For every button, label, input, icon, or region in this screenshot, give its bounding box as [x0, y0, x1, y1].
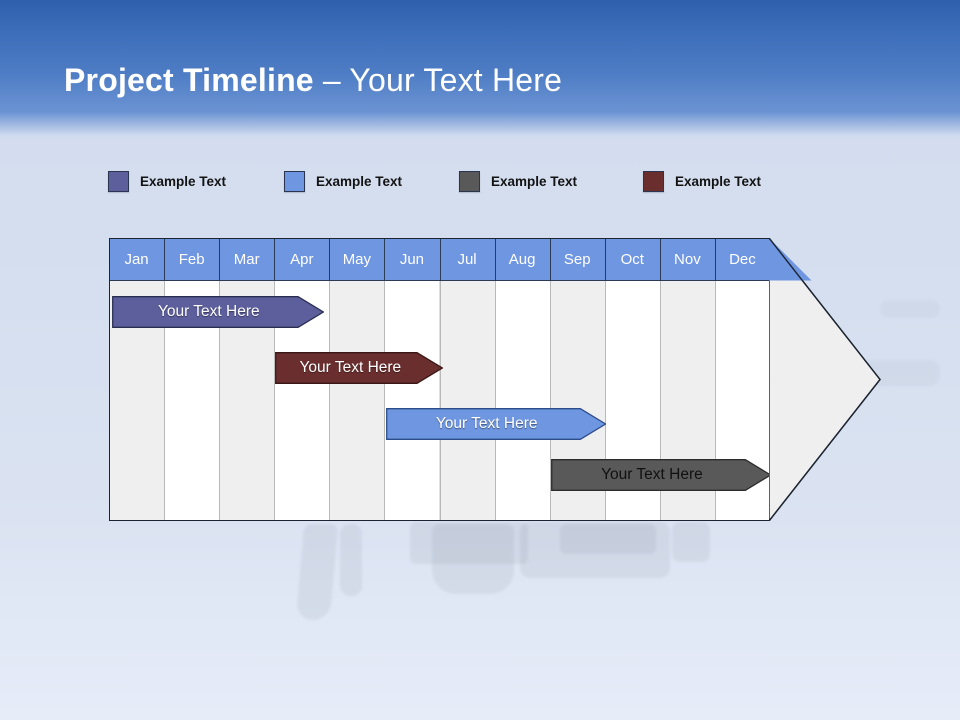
month-header-apr[interactable]: Apr [290, 251, 314, 268]
background-reflection [560, 524, 656, 554]
chart-column-band [164, 238, 220, 521]
month-header-may[interactable]: May [342, 251, 372, 268]
legend-swatch-icon [108, 170, 129, 192]
chart-gridline [274, 238, 276, 521]
month-header-separator [384, 238, 386, 281]
background-reflection [520, 522, 670, 578]
task-bar-arrow-icon [111, 296, 324, 328]
month-header-aug[interactable]: Aug [508, 251, 536, 268]
task-bar-4[interactable]: Your Text Here [550, 459, 772, 491]
month-header-dec[interactable]: Dec [729, 251, 756, 268]
legend-item-1[interactable]: Example Text [108, 168, 226, 194]
chart-column-band [494, 238, 550, 521]
month-header-jun[interactable]: Jun [399, 251, 425, 268]
legend-item-label: Example Text [491, 173, 578, 189]
background-reflection [340, 524, 362, 596]
chart-gridline [659, 238, 661, 521]
task-bar-label: Your Text Here [299, 359, 402, 376]
month-header-separator [329, 238, 331, 281]
chart-gridline [549, 238, 551, 521]
month-header-separator [604, 238, 606, 281]
page-title-light: – Your Text Here [313, 62, 563, 98]
background-reflection [410, 522, 528, 564]
task-bar-2[interactable]: Your Text Here [275, 352, 444, 384]
header-baseline [109, 280, 770, 281]
legend: Example Text Example Text Example Text Exam… [108, 168, 828, 194]
arrowhead-outline [769, 238, 881, 521]
task-bar-label: Your Text Here [157, 303, 260, 320]
month-header-feb[interactable]: Feb [178, 251, 205, 268]
month-header-separator [219, 238, 221, 281]
task-bar-label: Your Text Here [435, 415, 538, 432]
page-title-strong: Project Timeline [64, 62, 314, 98]
month-header-separator [714, 238, 716, 281]
month-header-jan[interactable]: Jan [124, 251, 149, 268]
chart-gridline [604, 238, 606, 521]
legend-item-3[interactable]: Example Text [459, 168, 577, 194]
task-bar-shape [275, 352, 444, 384]
timeline-chart: Jan Feb Mar Apr May Jun Jul Aug Sep Oct Nov Dec You… [109, 238, 772, 521]
legend-item-label: Example Text [316, 173, 403, 189]
month-header-separator [439, 238, 441, 281]
task-bar-shape [550, 459, 772, 491]
month-header-jul[interactable]: Jul [457, 251, 477, 268]
legend-item-2[interactable]: Example Text [284, 168, 402, 194]
month-header-nov[interactable]: Nov [674, 251, 701, 268]
task-bar-arrow-icon [385, 408, 606, 440]
month-header-separator [494, 238, 496, 281]
legend-item-label: Example Text [140, 173, 227, 189]
chart-column-band [439, 238, 495, 521]
chart-column-band [219, 238, 275, 521]
task-bar-3[interactable]: Your Text Here [385, 408, 606, 440]
task-bar-shape [385, 408, 606, 440]
background-reflection [432, 524, 514, 594]
background-reflection [880, 300, 940, 318]
arrowhead-header-sliver [769, 238, 812, 281]
task-bar-shape [111, 296, 324, 328]
slide-header-gradient [0, 0, 960, 140]
month-header-mar[interactable]: Mar [233, 251, 260, 268]
legend-item-4[interactable]: Example Text [643, 168, 761, 194]
chart-gridline [164, 238, 166, 521]
chart-gridline [494, 238, 496, 521]
chart-gridline [439, 238, 441, 521]
legend-swatch-icon [643, 170, 664, 192]
task-bar-arrow-icon [275, 352, 444, 384]
legend-swatch-icon [459, 170, 480, 192]
chart-gridline [714, 238, 716, 521]
chart-column-band [109, 238, 165, 521]
chart-gridline [219, 238, 221, 521]
month-header-separator [659, 238, 661, 281]
month-header-separator [274, 238, 276, 281]
month-header-row: Jan Feb Mar Apr May Jun Jul Aug Sep Oct Nov Dec [109, 238, 770, 281]
legend-item-label: Example Text [675, 173, 762, 189]
timeline-arrowhead [769, 238, 881, 521]
background-reflection [672, 522, 710, 562]
month-header-separator [549, 238, 551, 281]
task-bar-label: Your Text Here [601, 466, 703, 483]
legend-swatch-icon [284, 170, 305, 192]
task-bar-arrow-icon [550, 459, 772, 491]
month-header-sep[interactable]: Sep [563, 251, 591, 268]
page-title: Project Timeline – Your Text Here [64, 58, 562, 102]
month-header-separator [164, 238, 166, 281]
month-header-oct[interactable]: Oct [620, 251, 644, 268]
task-bar-1[interactable]: Your Text Here [111, 296, 324, 328]
